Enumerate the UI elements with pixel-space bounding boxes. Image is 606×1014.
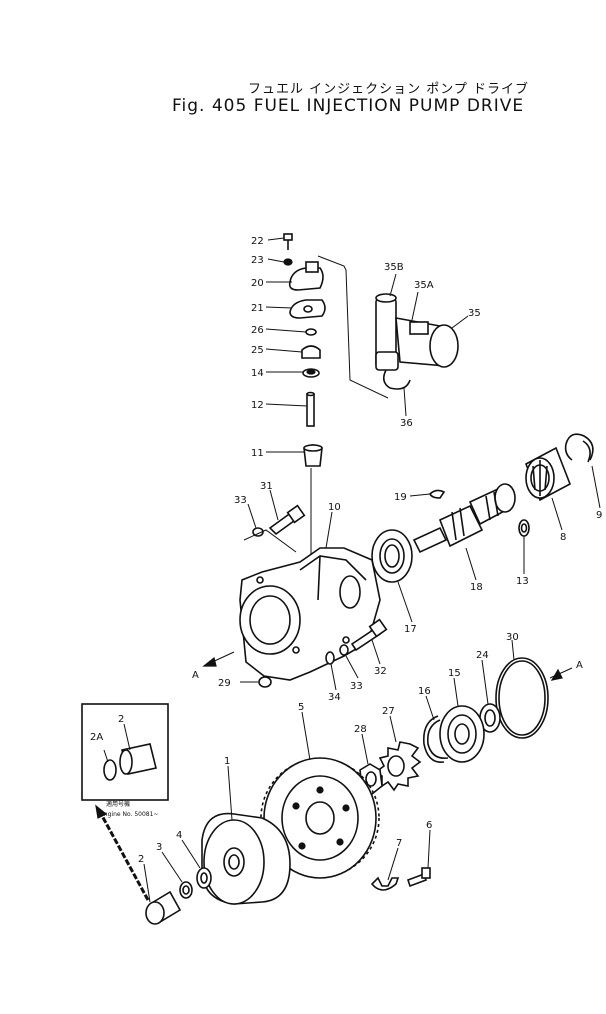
part-17-bearing (371, 529, 413, 583)
callout-35B: 35B (384, 262, 404, 273)
callout-25: 25 (251, 345, 264, 356)
part-27-lock-washer (374, 741, 422, 792)
callout-10: 10 (328, 502, 341, 513)
callout-20: 20 (251, 278, 264, 289)
callout-35: 35 (468, 308, 481, 319)
leader-31-mount (243, 529, 297, 553)
part-32-bolt (350, 618, 388, 652)
part-11-sleeve (303, 444, 323, 467)
callout-3: 3 (156, 842, 162, 853)
callout-35A: 35A (414, 280, 434, 291)
callout-30: 30 (506, 632, 519, 643)
view-arrow-left: A (192, 651, 235, 681)
callout-24: 24 (476, 650, 489, 661)
view-arrow-right: A (549, 660, 583, 681)
figure-title: Fig. 405 FUEL INJECTION PUMP DRIVE (172, 96, 525, 116)
callout-28: 28 (354, 724, 367, 735)
callout-8: 8 (560, 532, 566, 543)
callout-12: 12 (251, 400, 264, 411)
part-34-washer (325, 651, 335, 665)
callout-13: 13 (516, 576, 529, 587)
part-2-sleeve (145, 890, 182, 925)
callout-23: 23 (251, 255, 264, 266)
callout-9: 9 (596, 510, 602, 521)
callout-15: 15 (448, 668, 461, 679)
callout-29: 29 (218, 678, 231, 689)
part-20-flange (288, 261, 324, 291)
callout-4: 4 (176, 830, 182, 841)
part-30-oring (495, 657, 549, 739)
part-33-washer-lower (339, 644, 349, 656)
callout-11: 11 (251, 448, 264, 459)
callout-17: 17 (404, 624, 417, 635)
callout-14: 14 (251, 368, 264, 379)
part-14-seal (302, 368, 320, 378)
part-10-pump-housing (239, 547, 381, 681)
callout-16: 16 (418, 686, 431, 697)
callout-1: 1 (224, 756, 230, 767)
part-4-washer (196, 867, 212, 889)
part-19-key (429, 489, 446, 499)
part-16-snap-ring (422, 715, 449, 763)
part-23-washer (283, 258, 293, 266)
callout-2A: 2A (90, 732, 103, 743)
part-6-bolt (406, 867, 431, 888)
part-21-gasket (289, 299, 326, 319)
part-1-hub (201, 812, 291, 905)
part-7-lock-plate (370, 876, 400, 891)
callout-26: 26 (251, 325, 264, 336)
callout-21: 21 (251, 303, 264, 314)
callout-32: 32 (374, 666, 387, 677)
callout-19: 19 (394, 492, 407, 503)
view-marker-left: A (192, 670, 199, 681)
title-japanese: フュエル インジェクション ポンプ ドライブ (248, 82, 530, 97)
part-13-bushing (518, 519, 530, 537)
wire-harness-line (317, 255, 389, 399)
callout-34: 34 (328, 692, 341, 703)
part-25-cap (301, 345, 321, 359)
arrow-to-inset (95, 804, 150, 901)
view-marker-right: A (576, 660, 583, 671)
inset-engine-note: Engine No. 50081~ (100, 811, 158, 818)
callout-22: 22 (251, 236, 264, 247)
callout-2-inset: 2 (118, 714, 124, 725)
leader-lines (143, 237, 601, 903)
part-15-bearing (439, 705, 485, 763)
part-12-shaft (306, 391, 315, 427)
part-5-gear (260, 757, 380, 879)
inset-alternate-part: 適用号機 Engine No. 50081~ (81, 703, 169, 818)
part-26-oring (305, 328, 317, 336)
part-9-snap-ring (564, 433, 594, 463)
callout-6: 6 (426, 820, 432, 831)
callout-33-lower: 33 (350, 681, 363, 692)
callout-27: 27 (382, 706, 395, 717)
part-35-tachometer-drive (375, 293, 459, 390)
part-18-drive-shaft (412, 483, 516, 554)
callout-5: 5 (298, 702, 304, 713)
part-33-washer-upper (252, 527, 264, 537)
callout-36: 36 (400, 418, 413, 429)
part-22-bolt (283, 233, 293, 250)
callout-7: 7 (396, 838, 402, 849)
part-31-bolt (268, 504, 306, 536)
part-29-plug (258, 676, 272, 688)
callout-18: 18 (470, 582, 483, 593)
part-3-ring (179, 881, 193, 899)
callout-33-upper: 33 (234, 495, 247, 506)
part-8-bearing (524, 446, 572, 502)
callout-31: 31 (260, 481, 273, 492)
callout-2: 2 (138, 854, 144, 865)
inset-jp-note: 適用号機 (106, 800, 130, 808)
callout-labels: 22 23 20 21 26 25 14 12 11 35B 35A 35 36… (90, 236, 602, 865)
